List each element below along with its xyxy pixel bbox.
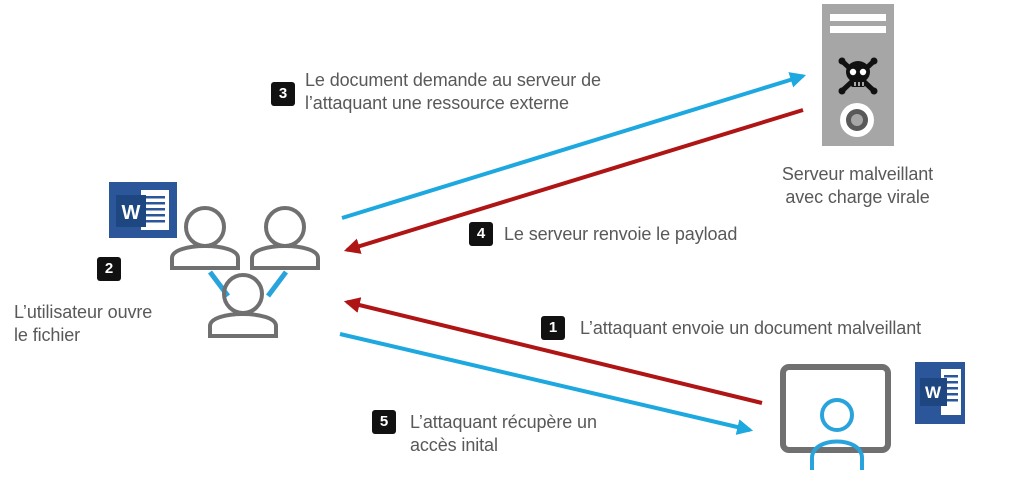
word-document-icon-attacker: W [915, 362, 965, 424]
server-tower-icon [822, 4, 894, 146]
step-3-label: Le document demande au serveur de l’atta… [305, 70, 601, 113]
user-icon-right [250, 206, 320, 270]
server-label: Serveur malveillant avec charge virale [781, 164, 934, 207]
user-icon-bottom [208, 273, 278, 338]
user-icon-left [170, 206, 240, 270]
step-1-badge: 1 [541, 316, 565, 340]
step-1-label: L’attaquant envoie un document malveilla… [580, 318, 922, 338]
step-3-badge: 3 [271, 82, 295, 106]
arrow-step-3-request [341, 72, 807, 220]
arrow-step-5-initial-access [339, 332, 754, 435]
skull-crossbones-icon [838, 57, 878, 95]
arrow-step-1-send-document [343, 297, 763, 405]
user-link-right [266, 270, 288, 298]
step-2-label: L’utilisateur ouvre le fichier [14, 302, 153, 345]
user-group-icon [170, 206, 320, 338]
step-2-badge: 2 [97, 257, 121, 281]
step-4-badge: 4 [469, 222, 493, 246]
word-document-icon: W [109, 182, 177, 238]
word-letter-attacker: W [925, 383, 942, 402]
step-4-label: Le serveur renvoie le payload [504, 224, 738, 244]
monitor-user-icon [780, 364, 891, 470]
step-5-badge: 5 [372, 410, 396, 434]
arrow-step-4-payload [343, 108, 804, 254]
step-5-label: L’attaquant récupère un accès inital [410, 412, 597, 455]
word-letter: W [122, 202, 141, 224]
